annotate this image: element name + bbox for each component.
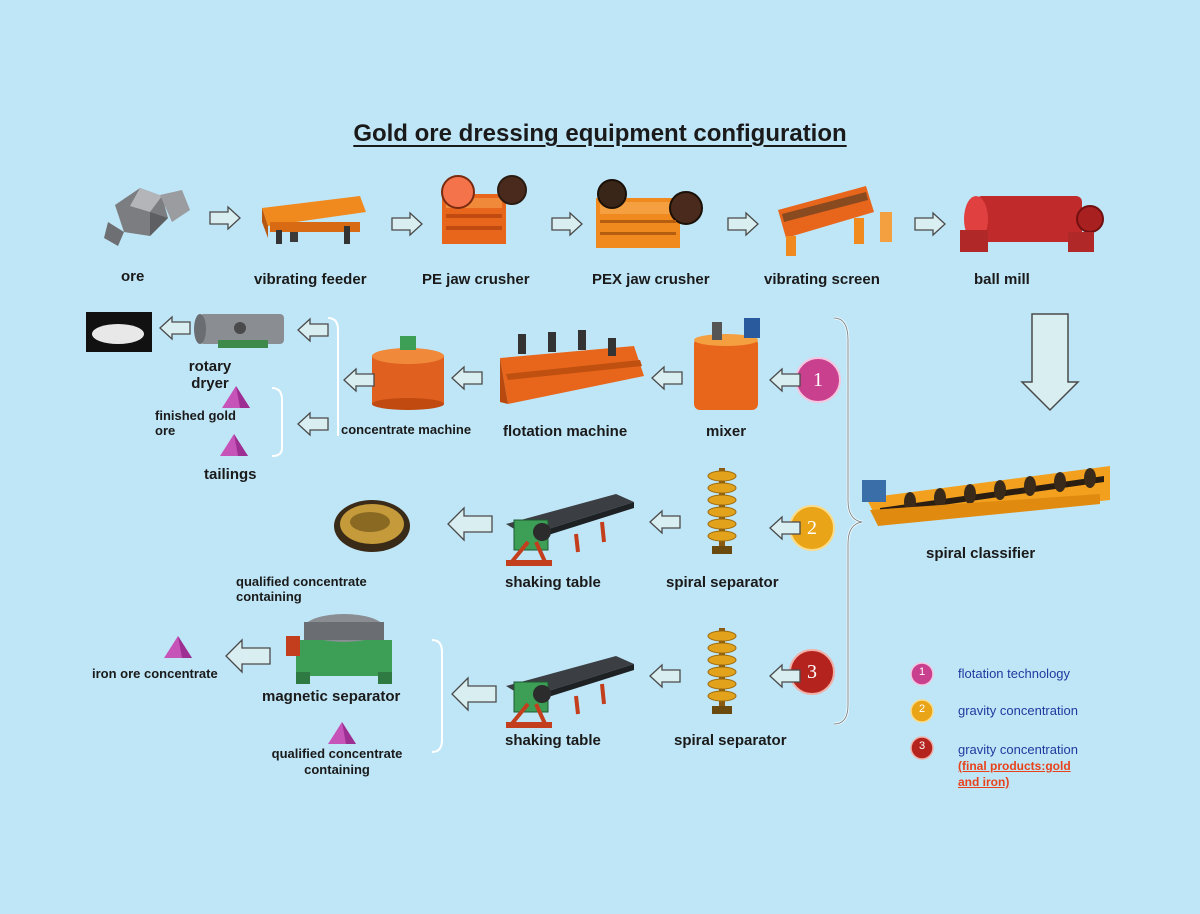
flow-arrow: [159, 316, 191, 340]
label-flotation-machine: flotation machine: [503, 423, 628, 440]
label-tailings: tailings: [204, 466, 257, 483]
shaking-table-illustration: [504, 492, 636, 568]
label-qualified-concentrate: qualified concentrate containing: [271, 746, 403, 777]
vibrating-screen-illustration: [778, 186, 892, 256]
flow-arrow: [297, 318, 329, 342]
label-finished-gold-ore: finished gold ore: [155, 408, 236, 438]
flow-arrow: [727, 212, 759, 236]
flow-arrow: [649, 510, 681, 534]
label-ore: ore: [121, 268, 145, 285]
shaking-table-illustration: [504, 654, 636, 730]
legend-flotation-technology: flotation technology: [958, 666, 1071, 681]
branch-1-number: 1: [813, 369, 823, 391]
iron-ore-concentrate-pile: [164, 636, 192, 658]
legend-number-2: 2: [918, 703, 926, 715]
label-qualified-concentrate: qualified concentrate containing: [236, 574, 367, 604]
flotation-machine-illustration: [500, 330, 644, 404]
pex-jaw-crusher-illustration: [596, 179, 703, 248]
branch-3-number: 3: [807, 661, 817, 683]
legend-number-1: 1: [918, 666, 926, 678]
down-arrow: [1020, 313, 1080, 412]
label-shaking-table: shaking table: [505, 732, 601, 749]
label-ball-mill: ball mill: [974, 271, 1030, 288]
ball-mill-illustration: [960, 196, 1104, 252]
label-magnetic-separator: magnetic separator: [262, 688, 401, 705]
flow-arrow: [297, 412, 329, 436]
label-rotary-dryer: rotary dryer: [188, 358, 232, 392]
legend-circle-3: [910, 736, 934, 760]
flow-arrow: [225, 639, 271, 673]
qualified-concentrate-pile: [328, 722, 356, 744]
flow-arrow: [914, 212, 946, 236]
flow-arrow: [451, 677, 497, 711]
label-concentrate-machine: concentrate machine: [341, 422, 472, 437]
vibrating-feeder-illustration: [262, 196, 366, 244]
flow-arrow: [649, 664, 681, 688]
flow-arrow: [343, 368, 375, 392]
legend-gravity-concentration-final: gravity concentration: [958, 742, 1078, 757]
label-pex-jaw-crusher: PEX jaw crusher: [592, 271, 710, 288]
spiral-separator-illustration: [707, 467, 737, 555]
flow-arrow: [209, 206, 241, 230]
label-vibrating-feeder: vibrating feeder: [254, 271, 367, 288]
mixer-illustration: [694, 318, 760, 410]
legend-number-3: 3: [918, 740, 926, 752]
concentrate-machine-illustration: [372, 336, 444, 410]
flow-arrow: [447, 507, 493, 541]
ore-illustration: [104, 188, 190, 246]
magnetic-separator-illustration: [286, 614, 392, 684]
spiral-classifier-illustration: [862, 466, 1110, 526]
spiral-separator-illustration: [707, 627, 737, 715]
label-shaking-table: shaking table: [505, 574, 601, 591]
diagram-title: Gold ore dressing equipment configuratio…: [353, 120, 847, 147]
branch-2-number: 2: [807, 517, 817, 539]
label-pe-jaw-crusher: PE jaw crusher: [422, 271, 530, 288]
flow-arrow: [769, 368, 801, 392]
label-iron-ore-concentrate: iron ore concentrate: [92, 666, 218, 681]
rotary-dryer-illustration: [194, 314, 284, 348]
legend-circle-1: [910, 662, 934, 686]
label-spiral-classifier: spiral classifier: [926, 545, 1036, 562]
label-spiral-separator: spiral separator: [674, 732, 787, 749]
label-vibrating-screen: vibrating screen: [764, 271, 880, 288]
flow-arrow: [391, 212, 423, 236]
qualified-concentrate-image: [334, 500, 410, 552]
pe-jaw-crusher-illustration: [441, 175, 527, 244]
legend-circle-2: [910, 699, 934, 723]
label-spiral-separator: spiral separator: [666, 574, 779, 591]
flow-arrow: [451, 366, 483, 390]
legend-final-products-note: (final products:gold and iron): [958, 759, 1071, 789]
legend-gravity-concentration: gravity concentration: [958, 703, 1078, 718]
flow-arrow: [651, 366, 683, 390]
flow-arrow: [551, 212, 583, 236]
label-mixer: mixer: [706, 423, 747, 440]
